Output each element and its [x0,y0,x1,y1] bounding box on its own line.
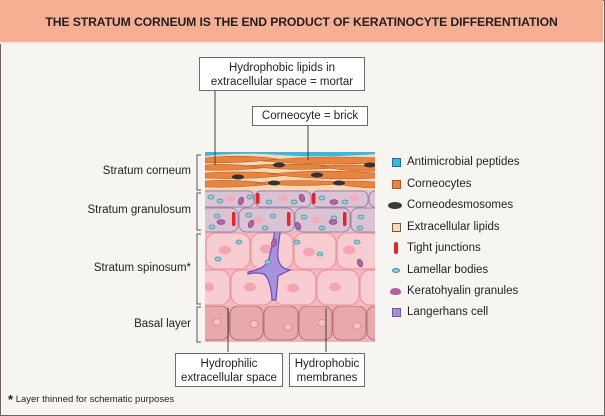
callout-hydrophobic-line1: Hydrophobic [294,358,360,370]
asterisk: * [8,392,14,407]
keratohyalin-granules [216,193,364,268]
antimicrobial-band [205,152,375,157]
callout-hydrophilic: Hydrophilic extracellular space [175,353,283,387]
layer-label-corneum: Stratum corneum [102,165,191,177]
header-banner: THE STRATUM CORNEUM IS THE END PRODUCT O… [0,0,603,44]
tight-junctions [232,193,347,226]
lamellar-bodies [207,194,365,265]
oval-icon [392,268,400,273]
callout-mortar: Hydrophobic lipids in extracellular spac… [199,57,365,91]
square-icon [392,223,401,232]
legend-label: Keratohyalin granules [407,285,519,297]
callout-leaders [214,90,327,352]
basal-cells [205,305,375,341]
callout-hydrophilic-line2: extracellular space [181,372,277,384]
layer-label-spinosum: Stratum spinosum* [93,262,191,274]
callout-hydrophobic: Hydrophobic membranes [289,353,365,387]
callout-mortar-line1: Hydrophobic lipids in [228,62,336,74]
corneocytes [205,155,375,189]
square-icon [392,180,401,189]
footnote-text: Layer thinned for schematic purposes [15,394,175,405]
corneodesmosomes [232,162,375,186]
bean-icon [390,288,401,295]
spinous-nuclei [205,244,355,293]
square-icon [392,308,401,317]
legend-label: Extracellular lipids [407,221,500,233]
footnote: * Layer thinned for schematic purposes [8,392,174,407]
callout-mortar-line2: extracellular space = mortar [210,76,354,88]
spinous-cells [205,232,375,306]
layer-brackets [196,154,201,343]
basal-nuclei [212,318,362,331]
callout-hydrophilic-line1: Hydrophilic [200,358,258,370]
capsule-icon [394,242,398,254]
legend-label: Tight junctions [407,242,481,254]
callout-brick: Corneocyte = brick [252,106,368,126]
callout-hydrophobic-line2: membranes [296,372,358,384]
layer-label-basal: Basal layer [134,318,191,330]
legend-label: Corneocytes [407,178,472,190]
legend-label: Lamellar bodies [407,264,489,276]
figure-title: THE STRATUM CORNEUM IS THE END PRODUCT O… [45,15,558,29]
granular-nuclei [225,194,359,224]
square-icon [392,158,401,167]
callout-brick-text: Corneocyte = brick [261,110,359,122]
ellipse-icon [388,202,402,209]
legend-label: Antimicrobial peptides [407,156,520,168]
legend-label: Langerhans cell [407,306,489,318]
legend-label: Corneodesmosomes [407,199,514,211]
layer-label-granulosum: Stratum granulosum [87,204,191,216]
